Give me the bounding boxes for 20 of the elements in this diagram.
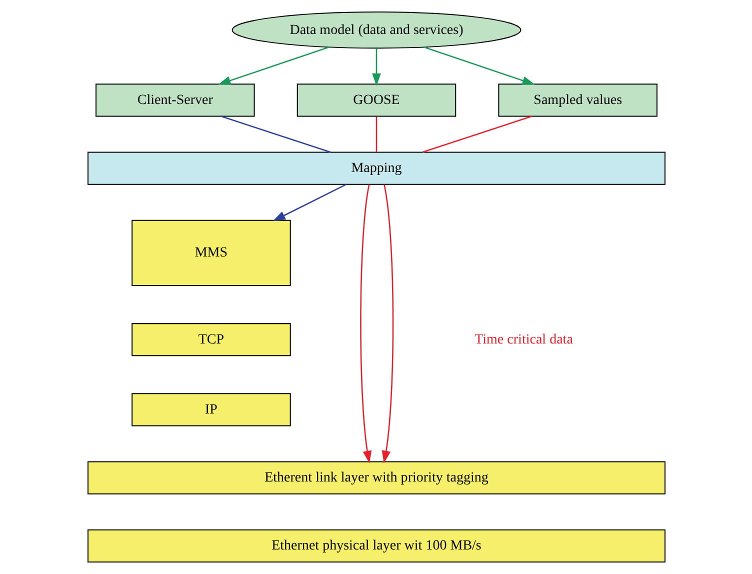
node-box: GOOSE xyxy=(296,84,456,117)
node-box: Ethernet physical layer wit 100 MB/s xyxy=(87,529,665,562)
node-box: Mapping xyxy=(87,152,665,185)
node-box: Sampled values xyxy=(498,84,657,117)
arrow xyxy=(218,46,329,85)
node-box: Etherent link layer with priority tagging xyxy=(87,461,665,494)
arrow xyxy=(381,184,394,464)
node-box: TCP xyxy=(131,323,290,356)
connector xyxy=(220,116,330,153)
arrow xyxy=(360,184,372,464)
label: Time critical data xyxy=(474,332,572,348)
arrow xyxy=(423,46,534,85)
node-ellipse: Data model (data and services) xyxy=(231,12,521,49)
arrow xyxy=(372,48,380,86)
connector xyxy=(375,116,377,152)
node-box: Client-Server xyxy=(95,84,254,117)
arrow xyxy=(272,184,346,222)
node-box: MMS xyxy=(131,220,290,286)
node-box: IP xyxy=(131,393,290,426)
connector xyxy=(422,116,532,153)
